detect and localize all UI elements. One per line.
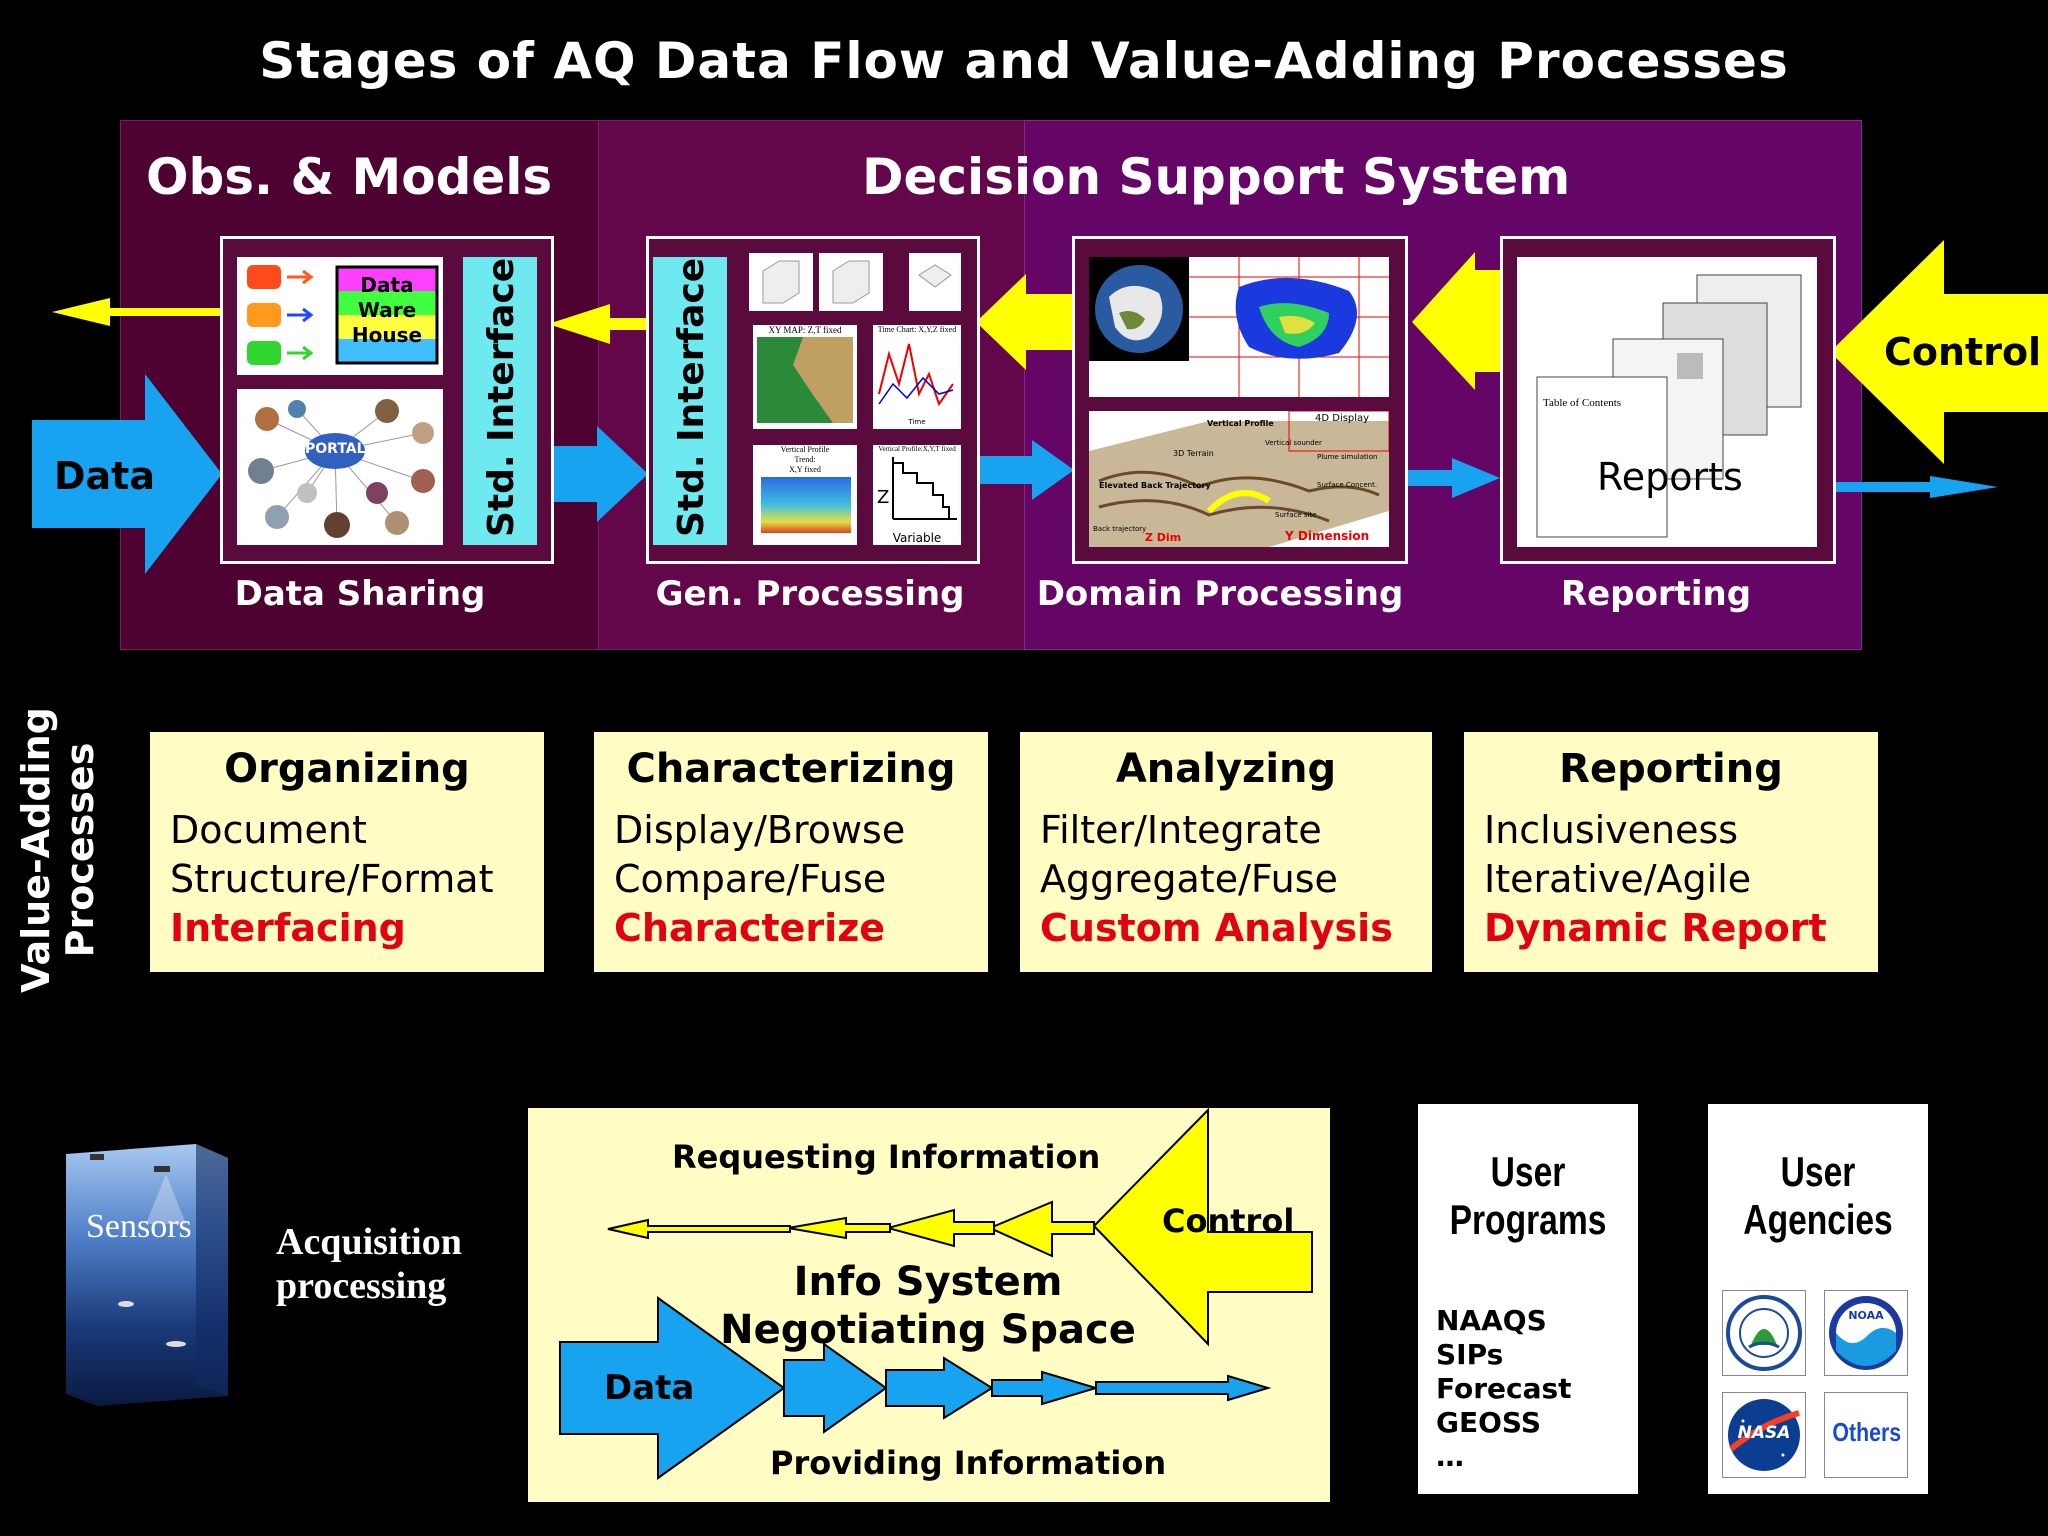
portal-label: PORTAL	[305, 441, 366, 457]
request-arrow-2	[976, 274, 1075, 370]
reports-label: Reports	[1597, 455, 1743, 499]
vertical-profile-heatmap	[761, 477, 851, 533]
control-arrow	[1830, 240, 2048, 464]
process-heading: Reporting	[1559, 746, 1783, 792]
4d-display-thumb: 4D Display Vertical Profile 3D Terrain V…	[1089, 410, 1390, 547]
data-arrow	[32, 374, 222, 574]
reporting-panel: Table of Contents Reports	[1500, 236, 1836, 564]
process-box-organizing: Organizing Document Structure/Format Int…	[150, 732, 544, 972]
provide-arrow-2	[978, 440, 1074, 500]
stage-reporting: Reporting	[1560, 574, 1752, 614]
provide-arrow-1	[550, 426, 648, 522]
user-programs-list: NAAQS SIPs Forecast GEOSS …	[1418, 1304, 1638, 1474]
terrain-plot	[1089, 410, 1390, 547]
user-programs-box: User Programs NAAQS SIPs Forecast GEOSS …	[1418, 1104, 1638, 1494]
process-heading: Characterizing	[626, 746, 956, 792]
portal-network	[248, 399, 435, 538]
reports-graphic: Table of Contents Reports	[1517, 257, 1817, 547]
xy-map-plot	[757, 337, 853, 423]
negotiating-space-title: Info System Negotiating Space	[720, 1259, 1136, 1353]
domain-processing-panel: 4D Display Vertical Profile 3D Terrain V…	[1072, 236, 1408, 564]
std-interface-bar-2: Std. Interface	[653, 257, 727, 545]
sensors-label: Sensors	[86, 1208, 192, 1245]
data-arrow-label: Data	[54, 454, 155, 498]
others-logo-icon: Others	[1824, 1392, 1908, 1478]
request-arrow-1b	[1412, 252, 1520, 390]
control-arrow-label: Control	[1884, 330, 2042, 374]
user-programs-heading: User Programs	[1449, 1148, 1607, 1243]
control-label: Control	[1162, 1202, 1295, 1240]
nasa-logo-icon: NASA	[1722, 1392, 1806, 1478]
request-arrow-4	[52, 298, 222, 326]
user-agencies-box: User Agencies NOAA NASA Others	[1708, 1104, 1928, 1494]
providing-information-label: Providing Information	[770, 1444, 1167, 1482]
sensors-graphic: Sensors	[66, 1144, 228, 1406]
page-title: Stages of AQ Data Flow and Value-Adding …	[259, 32, 1789, 90]
vertical-profile-plot	[892, 457, 957, 520]
vertical-profile-trend-thumb: Vertical Profile Trend: X,Y fixed	[753, 445, 857, 545]
requesting-information-label: Requesting Information	[672, 1138, 1101, 1176]
data-label: Data	[604, 1368, 695, 1408]
top-flow-arrows	[32, 240, 2048, 574]
data-sharing-panel: Data Ware House PORTAL	[220, 236, 554, 564]
provide-arrow-3	[1400, 458, 1500, 498]
acquisition-processing: Acquisition processing	[276, 1221, 462, 1307]
process-box-characterizing: Characterizing Display/Browse Compare/Fu…	[594, 732, 988, 972]
std-interface-label-2: Std. Interface	[671, 257, 712, 537]
epa-logo-icon	[1722, 1290, 1806, 1376]
process-box-reporting: Reporting Inclusiveness Iterative/Agile …	[1464, 732, 1878, 972]
noaa-logo-icon: NOAA	[1824, 1290, 1908, 1376]
cube-icons	[749, 253, 961, 311]
vertical-profile-xyt-thumb: Vertical Profile:X,Y,T fixed Z Variable	[873, 445, 961, 545]
satellite-map	[1089, 257, 1389, 397]
data-warehouse-graphic: Data Ware House	[237, 257, 443, 375]
std-interface-bar-1: Std. Interface	[463, 257, 537, 545]
process-heading: Analyzing	[1115, 746, 1337, 792]
list-item: NAAQS	[1436, 1304, 1547, 1337]
report-pages	[1536, 274, 1802, 538]
stage-data-sharing: Data Sharing	[234, 574, 486, 614]
sensors-cube	[66, 1144, 228, 1406]
database-icons	[247, 265, 439, 365]
stage-gen-processing: Gen. Processing	[655, 574, 965, 614]
list-item: …	[1436, 1440, 1464, 1473]
dss-heading: Decision Support System	[862, 148, 1571, 206]
xy-map-thumb: XY MAP: Z,T fixed	[753, 325, 857, 429]
time-chart-thumb: Time Chart: X,Y,Z fixed Time	[873, 325, 961, 429]
value-adding-label: Value-Adding Processes	[14, 707, 102, 993]
provide-arrow-4	[1826, 476, 1998, 498]
gen-processing-panel: Std. Interface XY MAP: Z,T fixed Time Ch…	[646, 236, 980, 564]
process-heading: Organizing	[224, 746, 470, 792]
list-item: SIPs	[1436, 1338, 1504, 1371]
negotiation-arrows	[559, 1108, 1313, 1480]
process-box-analyzing: Analyzing Filter/Integrate Aggregate/Fus…	[1020, 732, 1432, 972]
stage-domain-processing: Domain Processing	[1036, 574, 1404, 614]
user-agencies-heading: User Agencies	[1743, 1148, 1893, 1243]
satellite-map-thumb	[1089, 257, 1389, 397]
obs-models-heading: Obs. & Models	[146, 148, 553, 206]
std-interface-label-1: Std. Interface	[481, 257, 522, 537]
request-arrow-3	[548, 304, 646, 344]
data-warehouse-label: Data Ware House	[351, 273, 423, 347]
list-item: Forecast	[1436, 1372, 1572, 1405]
list-item: GEOSS	[1436, 1406, 1541, 1439]
negotiating-space-box: Requesting Information Control Info Syst…	[528, 1108, 1330, 1502]
portal-graphic: PORTAL	[237, 389, 443, 545]
time-chart-plot	[878, 343, 954, 407]
